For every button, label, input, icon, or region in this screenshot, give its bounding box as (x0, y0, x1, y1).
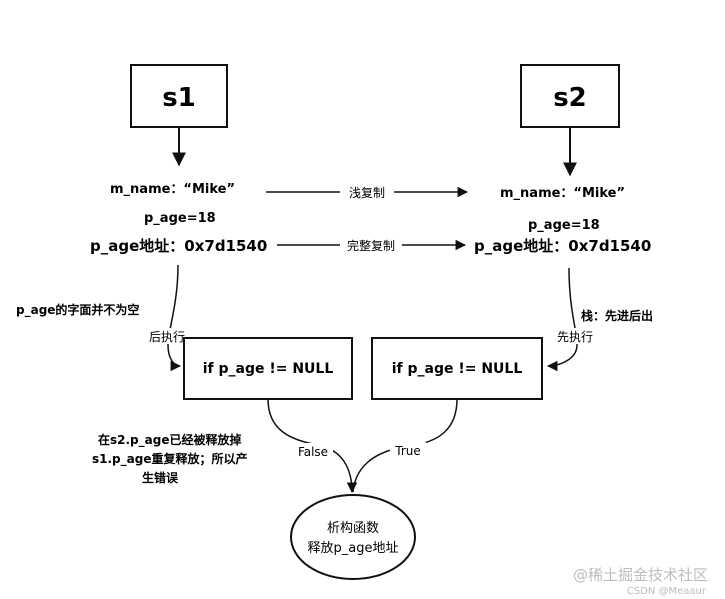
error-note-line1: 在s2.p_age已经被释放掉 (98, 432, 241, 448)
s1-label: s1 (162, 83, 196, 113)
destructor-line1: 析构函数 (327, 521, 379, 536)
left-note: p_age的字面并不为空 (16, 302, 139, 318)
left-m-name: m_name：“Mike” (110, 182, 235, 197)
left-p-age: p_age=18 (144, 211, 216, 226)
s2-label: s2 (553, 83, 587, 113)
error-note-line2: s1.p_age重复释放；所以产 (92, 451, 247, 467)
right-exec-label: 先执行 (557, 330, 593, 344)
right-exec-arrow (546, 267, 578, 372)
right-p-age: p_age=18 (528, 218, 600, 233)
s2-box (520, 64, 620, 128)
destructor-ellipse (290, 494, 416, 580)
watermark-line2: CSDN @Meaaur (627, 586, 707, 597)
shallow-copy-label: 浅复制 (349, 186, 385, 200)
s1-box (130, 64, 228, 128)
destructor-line2: 释放p_age地址 (308, 541, 399, 556)
left-exec-arrow (167, 264, 182, 372)
left-address: p_age地址：0x7d1540 (90, 237, 267, 255)
right-condition-box (371, 337, 543, 400)
true-label: True (394, 444, 421, 458)
full-copy-label: 完整复制 (347, 238, 395, 253)
left-condition-box (183, 337, 353, 400)
false-label: False (298, 445, 328, 459)
left-condition-text: if p_age != NULL (203, 361, 334, 377)
right-m-name: m_name：“Mike” (500, 186, 625, 201)
right-address: p_age地址：0x7d1540 (474, 237, 651, 255)
watermark-line1: @稀土掘金技术社区 (573, 566, 708, 584)
left-exec-label: 后执行 (149, 330, 185, 344)
right-condition-text: if p_age != NULL (392, 361, 523, 377)
right-note: 栈：先进后出 (581, 308, 653, 323)
error-note-line3: 生错误 (142, 470, 179, 485)
